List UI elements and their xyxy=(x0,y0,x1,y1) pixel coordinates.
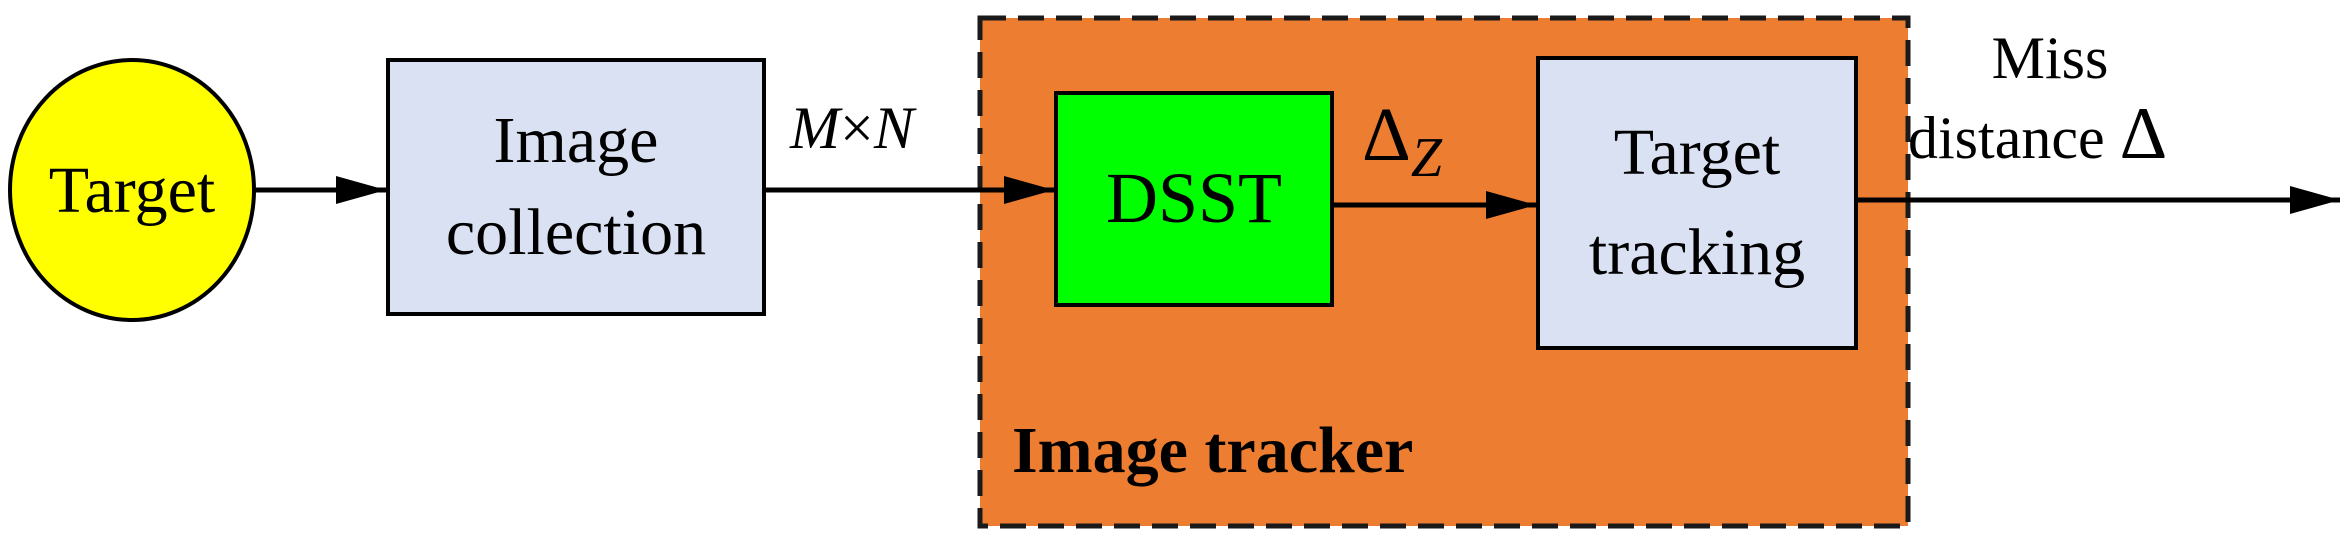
target-label: Target xyxy=(49,154,215,227)
target-tracking-box xyxy=(1536,56,1858,350)
miss-distance-symbol: Δ xyxy=(2120,93,2168,175)
dsst-label: DSST xyxy=(1106,158,1282,238)
miss-distance-line1: Miss xyxy=(1992,25,2109,91)
delta-z-label: ΔZ xyxy=(1362,93,1443,189)
image-collection-label-line1: Image xyxy=(494,104,659,177)
target-tracking-label-line2: tracking xyxy=(1589,216,1805,289)
target-tracking-label-line1: Target xyxy=(1614,116,1780,189)
delta-z-subscript: Z xyxy=(1411,127,1443,189)
dsst-box xyxy=(1054,91,1334,307)
miss-distance-word: distance xyxy=(1908,105,2105,171)
delta-z-symbol: Δ xyxy=(1362,93,1411,177)
image-collection-label-line2: collection xyxy=(446,196,706,269)
miss-distance-line2: distance Δ xyxy=(1908,93,2167,175)
image-collection-box xyxy=(386,58,766,316)
resolution-label: M×N xyxy=(789,95,917,161)
resolution-m: M xyxy=(789,95,843,161)
resolution-times: × xyxy=(840,95,874,161)
image-tracker-label: Image tracker xyxy=(1012,414,1413,487)
resolution-n: N xyxy=(873,95,917,161)
